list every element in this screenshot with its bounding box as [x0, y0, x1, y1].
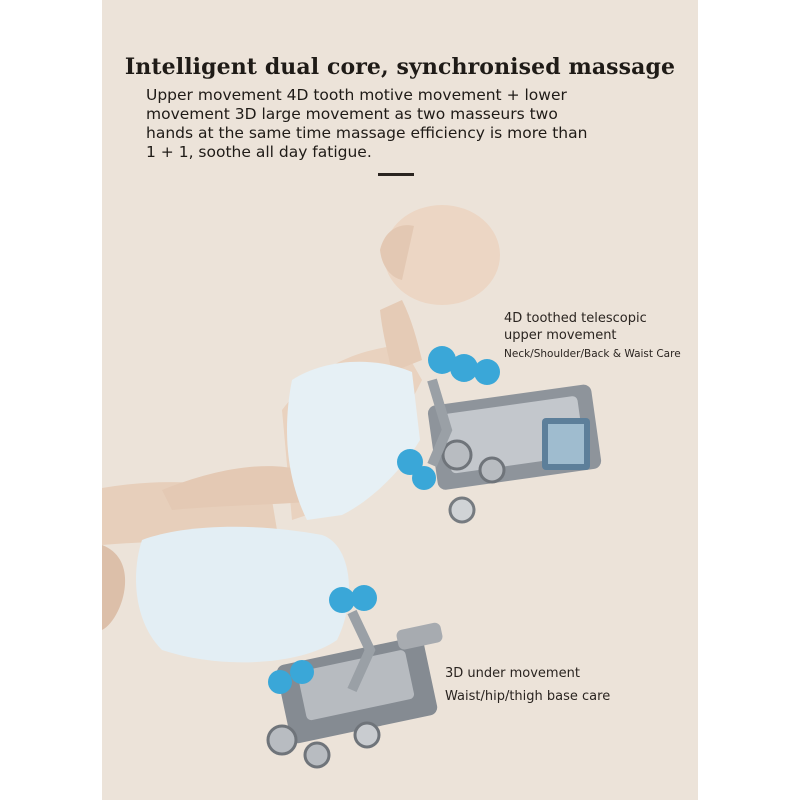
mannequin-figure — [102, 205, 500, 663]
divider — [378, 173, 414, 176]
description-line: 1 + 1, soothe all day fatigue. — [146, 143, 372, 161]
lower-massage-mechanism — [266, 585, 443, 769]
description-line: movement 3D large movement as two masseu… — [146, 105, 558, 123]
description-line: hands at the same time massage efficienc… — [146, 124, 588, 142]
upper-movement-title: 4D toothed telescopic upper movement — [504, 310, 647, 344]
upper-movement-title-line: upper movement — [504, 328, 617, 343]
massage-illustration — [102, 205, 602, 769]
upper-movement-subtitle: Neck/Shoulder/Back & Waist Care — [504, 348, 681, 360]
under-movement-subtitle: Waist/hip/thigh base care — [445, 689, 611, 704]
description-line: Upper movement 4D tooth motive movement … — [146, 86, 567, 104]
upper-massage-mechanism — [397, 346, 602, 524]
description: Upper movement 4D tooth motive movement … — [146, 86, 626, 162]
product-panel: Intelligent dual core, synchronised mass… — [102, 0, 698, 800]
under-movement-title: 3D under movement — [445, 666, 580, 681]
upper-movement-title-line: 4D toothed telescopic — [504, 311, 647, 326]
headline: Intelligent dual core, synchronised mass… — [124, 54, 676, 80]
